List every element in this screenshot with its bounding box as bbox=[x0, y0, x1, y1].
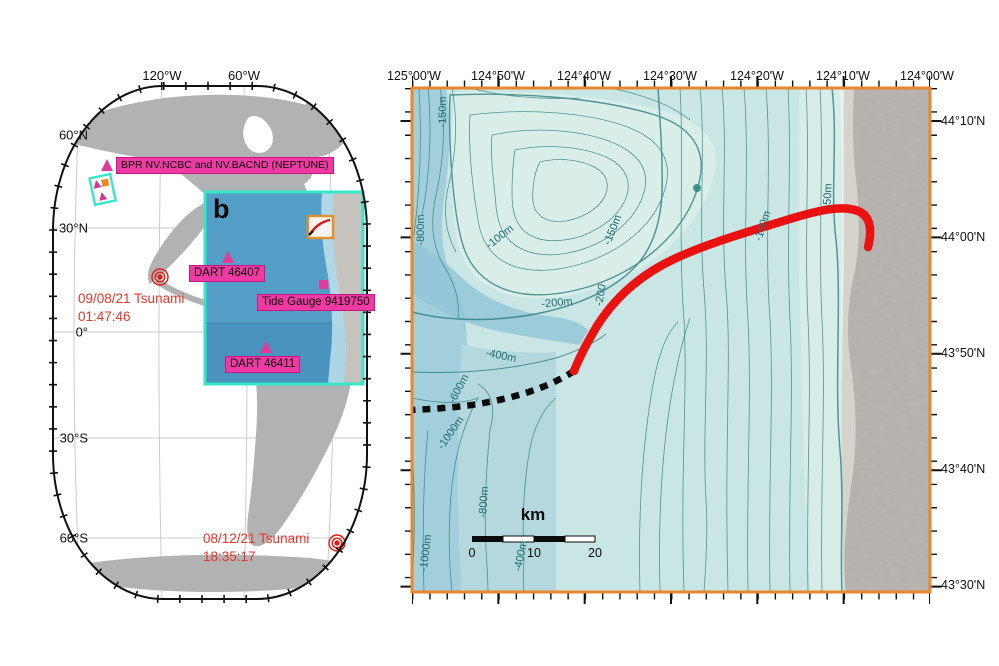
tide-gauge-label: Tide Gauge 9419750 bbox=[257, 294, 375, 311]
globe-lat-label-30s: 30°S bbox=[59, 430, 88, 446]
globe-lat-label-60s: 60°S bbox=[59, 530, 88, 546]
deep-left-column bbox=[412, 88, 467, 592]
contour-label-50m: -50m bbox=[821, 183, 835, 209]
inset-coast-fringe bbox=[321, 192, 347, 384]
panel-b-letter: b bbox=[213, 194, 230, 224]
map-lon-label-3: 124°30'W bbox=[643, 69, 697, 83]
map-lon-label-0: 125°00'W bbox=[387, 69, 441, 83]
dart-46411-marker bbox=[260, 341, 272, 353]
dart-46407-marker bbox=[222, 251, 234, 263]
contour-label-800m-b: -800m bbox=[476, 486, 492, 518]
mexico-landmass bbox=[147, 200, 218, 284]
globe-outline bbox=[52, 85, 368, 600]
contour-lines bbox=[412, 88, 843, 592]
scale-bar bbox=[472, 535, 596, 543]
mid-deep-bottom-left bbox=[458, 345, 556, 592]
mini-cable-dashed bbox=[308, 230, 314, 236]
scale-bar-0: 0 bbox=[468, 546, 476, 560]
map-lon-label-4: 124°20'W bbox=[730, 69, 784, 83]
tsunami-1-date: 09/08/21 Tsunami bbox=[78, 291, 185, 306]
dart-46411-label: DART 46411 bbox=[225, 356, 301, 373]
globe-lat-label-0: 0° bbox=[75, 324, 88, 340]
cable-route-line bbox=[569, 204, 875, 376]
cable-area-mini-box bbox=[306, 214, 335, 240]
contour-label-150m-a: -150m bbox=[437, 96, 449, 128]
antarctica-landmass bbox=[60, 554, 366, 592]
globe-lat-label-30n: 30°N bbox=[58, 220, 88, 236]
scale-bar-10: 10 bbox=[527, 546, 541, 560]
scale-bar-unit: km bbox=[520, 505, 546, 524]
map-ticks bbox=[400, 76, 942, 604]
panel-b-outline bbox=[203, 190, 365, 386]
neptune-bpr-label: BPR NV.NCBC and NV.BACND (NEPTUNE) bbox=[116, 157, 334, 174]
tsunami-2-note: 08/12/21 Tsunami 18:35:17 bbox=[203, 530, 309, 566]
land-hillshade-texture bbox=[844, 88, 930, 592]
tsunami-2-time: 18:35:17 bbox=[203, 549, 256, 564]
inset-land-strip bbox=[332, 192, 363, 384]
dart-46407-label: DART 46407 bbox=[189, 265, 266, 282]
bathymetry-map bbox=[400, 76, 942, 604]
map-frame bbox=[410, 86, 932, 594]
cascadia-bpr-marker-1 bbox=[93, 180, 102, 189]
contour-label-800m-a: -800m bbox=[415, 214, 427, 246]
tide-gauge-marker bbox=[319, 280, 328, 289]
map-lat-label-0: 44°10'N bbox=[941, 114, 986, 128]
tsunami-1-note: 09/08/21 Tsunami 01:47:46 bbox=[78, 290, 184, 326]
cascadia-array-box bbox=[88, 172, 118, 207]
neptune-bpr-marker bbox=[101, 159, 113, 171]
globe-lat-label-60n: 60°N bbox=[58, 127, 88, 143]
map-lat-label-2: 43°50'N bbox=[941, 346, 986, 360]
map-lon-label-6: 124°00'W bbox=[900, 69, 954, 83]
map-lon-label-2: 124°40'W bbox=[557, 69, 611, 83]
tsunami-1-time: 01:47:46 bbox=[78, 309, 131, 324]
epicenter-marker-mexico bbox=[151, 268, 169, 286]
globe-lon-label-120w: 120°W bbox=[142, 68, 182, 83]
map-lon-label-1: 124°50'W bbox=[471, 69, 525, 83]
canyon-swath bbox=[412, 240, 588, 345]
tsunami-2-date: 08/12/21 Tsunami bbox=[203, 531, 310, 546]
map-lat-label-1: 44°00'N bbox=[941, 230, 986, 244]
small-seafloor-feature bbox=[693, 184, 701, 192]
cascadia-bpr-marker-2 bbox=[99, 192, 108, 201]
map-lat-label-3: 43°40'N bbox=[941, 462, 986, 476]
map-lat-label-4: 43°30'N bbox=[941, 578, 986, 592]
globe-lon-label-60w: 60°W bbox=[228, 68, 260, 83]
scale-bar-20: 20 bbox=[588, 546, 602, 560]
cascadia-orange-marker bbox=[101, 178, 110, 187]
map-lon-label-5: 124°10'W bbox=[816, 69, 870, 83]
hudson-bay bbox=[243, 115, 273, 153]
